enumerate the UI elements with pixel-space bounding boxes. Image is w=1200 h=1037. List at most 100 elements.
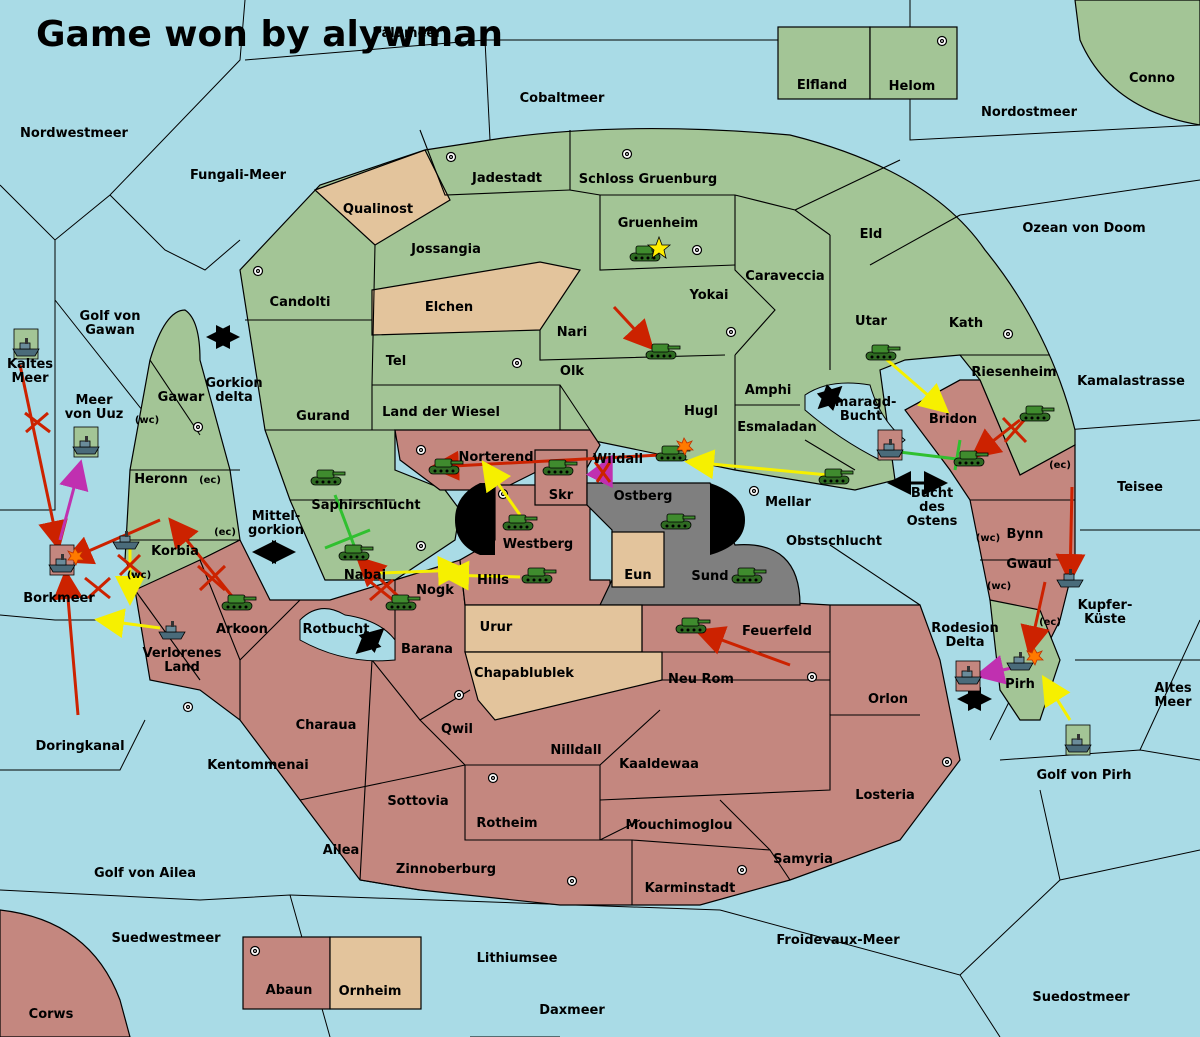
page-title: Game won by alywman xyxy=(36,14,503,55)
label-kentommenai: Kentommenai xyxy=(207,758,308,773)
label-coast-ec: (ec) xyxy=(1039,617,1061,628)
label-charaua: Charaua xyxy=(296,718,357,733)
label-pirh: Pirh xyxy=(1005,677,1035,692)
two-way-arrow-icon xyxy=(206,325,992,711)
label-losteria: Losteria xyxy=(855,788,915,803)
label-korbia: Korbia xyxy=(151,544,199,559)
label-karminstadt: Karminstadt xyxy=(645,881,736,896)
fleet-icon xyxy=(12,328,1092,756)
label-abaun: Abaun xyxy=(266,983,313,998)
battle-burst-icon xyxy=(67,437,1044,666)
label-coast-ec: (ec) xyxy=(199,475,221,486)
region-elfland[interactable] xyxy=(777,26,871,100)
label-ostberg: Ostberg xyxy=(614,489,673,504)
label-elfland: Elfland xyxy=(797,78,847,93)
label-yokai: Yokai xyxy=(688,288,728,303)
region-lake-west xyxy=(455,483,495,555)
label-conno: Conno xyxy=(1129,71,1175,86)
label-mittelgorkion: Mittel-gorkion xyxy=(248,509,304,538)
label-kamalastrasse: Kamalastrasse xyxy=(1077,374,1185,389)
label-saphir: Saphirschlucht xyxy=(311,498,420,513)
label-qwil: Qwil xyxy=(441,722,473,737)
label-gurand: Gurand xyxy=(296,409,350,424)
label-utar: Utar xyxy=(855,314,888,329)
label-golfailea: Golf von Ailea xyxy=(94,866,196,881)
region-red-east[interactable] xyxy=(904,379,1076,662)
move-orders xyxy=(18,305,1086,716)
label-nabai: Nabai xyxy=(344,568,386,583)
label-heronn: Heronn xyxy=(134,472,188,487)
label-smaragd: Smaragd-Bucht xyxy=(826,395,897,424)
label-wildall: Wildall xyxy=(593,452,643,467)
label-suedwestmeer: Suedwestmeer xyxy=(111,931,221,946)
label-urur: Urur xyxy=(480,620,513,635)
label-barana: Barana xyxy=(401,642,453,657)
label-caraveccia: Caraveccia xyxy=(745,269,824,284)
label-sottovia: Sottovia xyxy=(387,794,448,809)
label-hugl: Hugl xyxy=(684,404,718,419)
label-rotheim: Rotheim xyxy=(476,816,537,831)
label-elchen: Elchen xyxy=(425,300,473,315)
label-qualinost: Qualinost xyxy=(343,202,413,217)
label-hills: Hills xyxy=(477,573,509,588)
region-qualinost[interactable] xyxy=(313,149,451,246)
label-corws: Corws xyxy=(29,1007,74,1022)
label-lithiumsee: Lithiumsee xyxy=(477,951,558,966)
star-icon xyxy=(646,235,672,259)
label-froidevaux: Froidevaux-Meer xyxy=(776,933,900,948)
label-obstschlucht: Obstschlucht xyxy=(786,534,882,549)
region-elchen[interactable] xyxy=(371,261,581,336)
label-borkmeer: Borkmeer xyxy=(23,591,95,606)
label-nogk: Nogk xyxy=(416,583,454,598)
label-coast-ec: (ec) xyxy=(214,527,236,538)
label-nordostmeer: Nordostmeer xyxy=(981,105,1078,120)
region-corws[interactable] xyxy=(0,909,131,1037)
province-borders xyxy=(130,129,1075,905)
label-nordwestmeer: Nordwestmeer xyxy=(20,126,128,141)
label-mouchimoglou: Mouchimoglou xyxy=(626,818,733,833)
label-arkoon: Arkoon xyxy=(216,622,268,637)
sea-labels: Palumeer Cobaltmeer Nordwestmeer Fungali… xyxy=(7,26,1192,1018)
label-daxmeer: Daxmeer xyxy=(539,1003,605,1018)
label-cobaltmeer: Cobaltmeer xyxy=(520,91,605,106)
label-samyria: Samyria xyxy=(773,852,833,867)
label-landwiesel: Land der Wiesel xyxy=(382,405,500,420)
label-nari: Nari xyxy=(557,325,588,340)
label-gruenheim: Gruenheim xyxy=(618,216,698,231)
label-tel: Tel xyxy=(386,354,406,369)
label-teisee: Teisee xyxy=(1117,480,1163,495)
label-ozean: Ozean von Doom xyxy=(1022,221,1145,236)
label-zinnoberburg: Zinnoberburg xyxy=(396,862,496,877)
label-eun: Eun xyxy=(624,568,651,583)
region-ornheim[interactable] xyxy=(329,936,422,1010)
label-ailea: Ailea xyxy=(323,843,360,858)
label-coast-wc: (wc) xyxy=(135,415,159,426)
label-kaaldewaa: Kaaldewaa xyxy=(619,757,699,772)
label-bridon: Bridon xyxy=(929,412,977,427)
label-riesenheim: Riesenheim xyxy=(971,365,1056,380)
label-jadestadt: Jadestadt xyxy=(471,171,542,186)
label-coast-wc: (wc) xyxy=(127,570,151,581)
region-chapablublek[interactable] xyxy=(464,651,663,721)
label-nilldall: Nilldall xyxy=(550,743,601,758)
label-feuerfeld: Feuerfeld xyxy=(742,624,812,639)
region-urur[interactable] xyxy=(464,604,643,653)
region-eun[interactable] xyxy=(611,531,665,588)
support-orders xyxy=(94,356,1072,721)
label-westberg: Westberg xyxy=(503,537,573,552)
label-amphi: Amphi xyxy=(745,383,792,398)
label-candolti: Candolti xyxy=(270,295,331,310)
label-ornheim: Ornheim xyxy=(339,984,402,999)
label-bynn: Bynn xyxy=(1007,527,1044,542)
label-mellar: Mellar xyxy=(765,495,811,510)
label-eld: Eld xyxy=(860,227,883,242)
